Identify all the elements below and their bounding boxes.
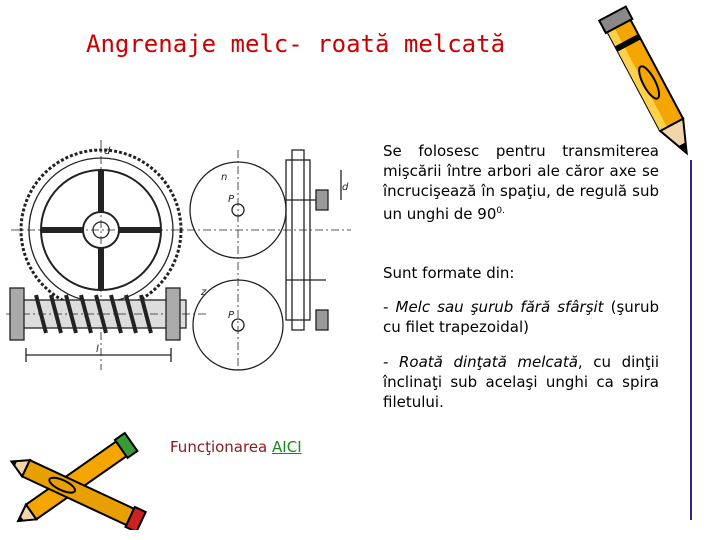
drawing-label: n xyxy=(221,172,227,183)
function-link-row: Funcţionarea AICI xyxy=(170,438,302,456)
vertical-divider xyxy=(690,160,692,520)
drawing-label: P xyxy=(228,194,235,205)
worm-term: Melc sau şurub fără sfârşit xyxy=(395,298,604,316)
pencils-icon xyxy=(9,431,148,530)
component-wheel: - Roată dinţată melcată, cu dinţii încli… xyxy=(383,352,659,412)
function-label: Funcţionarea xyxy=(170,438,273,456)
components-heading: Sunt formate din: xyxy=(383,264,515,282)
degree-superscript: 0. xyxy=(496,206,505,216)
pencil-icon xyxy=(597,5,688,156)
drawing-label: d xyxy=(342,182,349,193)
bullet-dash: - xyxy=(383,353,399,371)
component-worm: - Melc sau şurub fără sfârşit (şurub cu … xyxy=(383,297,659,337)
drawing-label: l xyxy=(96,344,99,355)
wheel-term: Roată dinţată melcată xyxy=(399,353,578,371)
drawing-label: z xyxy=(200,287,207,298)
worm-description: (şurub cu filet trapezoidal) xyxy=(383,298,660,336)
drawing-label: P xyxy=(228,310,235,321)
here-link[interactable]: AICI xyxy=(272,438,302,456)
drawing-label: d xyxy=(104,146,111,157)
intro-paragraph: Se folosesc pentru transmiterea mişcării… xyxy=(383,141,659,224)
intro-text: Se folosesc pentru transmiterea mişcării… xyxy=(383,142,659,223)
worm-gear-drawing: d n d z l P P xyxy=(6,140,351,371)
wheel-description: , cu dinţii înclinaţi sub acelaşi unghi … xyxy=(383,353,659,411)
bullet-dash: - xyxy=(383,298,396,316)
page-title: Angrenaje melc- roată melcată xyxy=(86,30,506,58)
